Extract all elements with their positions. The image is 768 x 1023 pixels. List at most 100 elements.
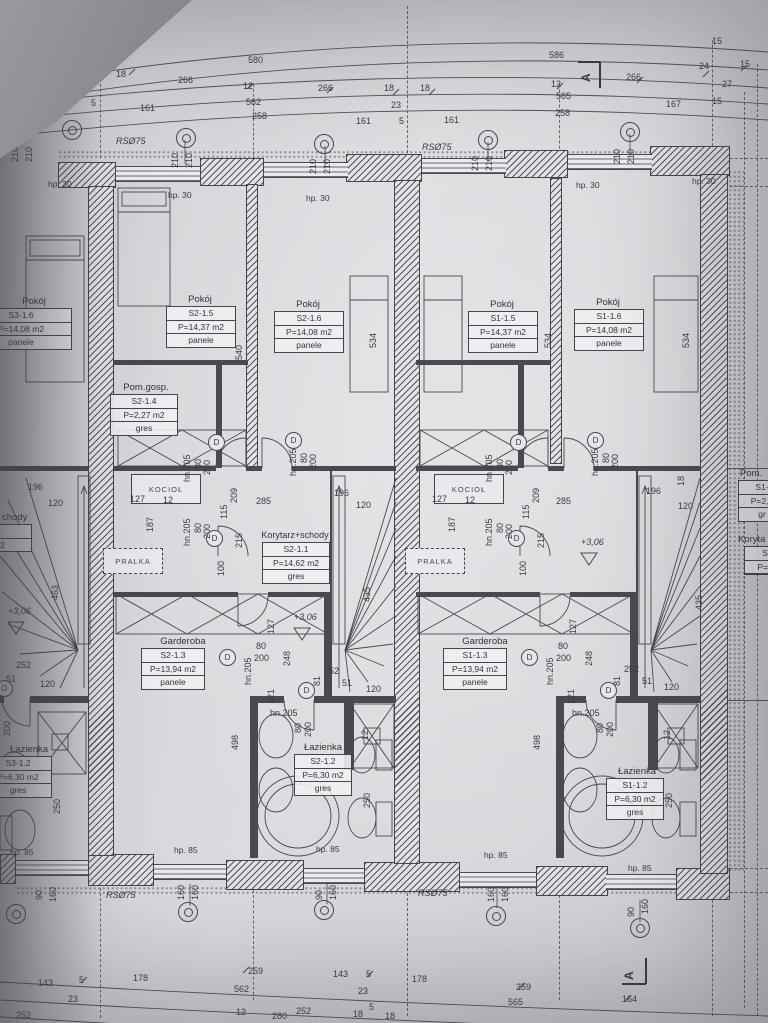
dimension-label: 143	[38, 978, 54, 988]
dimension-label: 250	[52, 798, 62, 814]
room-label-area: P=13,94 m2	[142, 661, 204, 676]
room-label-name: Łazienka	[9, 744, 49, 755]
room-label-id: S1-1.3	[462, 650, 488, 660]
room-label-area: m2	[0, 537, 31, 552]
dimension-label: 252	[16, 660, 32, 670]
door-marker: D	[206, 530, 223, 547]
dimension-label: 435	[362, 586, 372, 602]
sill-height-label: hp. 85	[174, 845, 198, 855]
partition-wall	[250, 696, 258, 858]
window-dimension-label: 210	[24, 146, 34, 162]
dimension-label: 18	[78, 65, 89, 75]
room-label-name-partial: chody	[2, 512, 28, 523]
partition-wall	[594, 466, 700, 471]
dimension-label: 178	[412, 974, 428, 984]
dimension-label: 18	[116, 69, 127, 79]
room-label-floor: panele	[142, 675, 204, 689]
room-label-id: S1-1.2	[622, 780, 648, 790]
circle-marker	[486, 906, 506, 926]
room-label-area: P=13,94 m2	[444, 661, 506, 676]
room-label-box: S1-P=2,2gr	[738, 480, 768, 522]
dimension-label: 121	[566, 688, 576, 704]
wall-segment	[504, 150, 568, 178]
room-label-floor: gr	[739, 507, 768, 521]
dimension-label: 565	[556, 91, 572, 101]
room-label-area: P=14,08 m2	[0, 321, 71, 336]
dimension-label: 120	[48, 498, 64, 508]
dimension-label: 120	[678, 501, 694, 511]
door-marker: D	[298, 682, 315, 699]
dimension-label: 200	[2, 720, 12, 736]
dimension-label: 562	[246, 97, 262, 107]
room-label-id: S2-1.5	[188, 308, 214, 318]
sill-height-label: hp. 30	[576, 180, 600, 190]
dimension-label: 12	[662, 729, 672, 740]
depth-dimension-label: 534	[368, 332, 378, 348]
room-label-floor: gres	[263, 569, 329, 583]
sill-height-label: hp. 85	[484, 850, 508, 860]
circle-marker	[62, 120, 82, 140]
dimension-label: 266	[178, 75, 194, 85]
dimension-label: 115	[521, 504, 531, 519]
dimension-label: 161	[444, 115, 460, 125]
door-dimension-label: 200	[504, 523, 514, 539]
insulation-band	[728, 170, 744, 872]
room-label-id: S1-1.5	[490, 313, 516, 323]
door-dimension-label: hn.205	[545, 657, 555, 685]
sill-height-label: hp. 30	[692, 176, 716, 186]
axis-line	[407, 888, 408, 1016]
room-label-area: P=14,37 m2	[167, 319, 235, 334]
sill-height-label: hp. 85	[628, 863, 652, 873]
door-marker: D	[219, 649, 236, 666]
dimension-label: 5	[399, 116, 405, 126]
drain-label: RSØ75	[418, 888, 448, 898]
dimension-label: 127	[266, 618, 276, 634]
room-label-floor	[745, 573, 768, 574]
boiler-box: KOCIOŁ	[131, 474, 201, 504]
level-label: +3,06	[581, 537, 604, 547]
door-dimension-label: 200	[610, 453, 620, 469]
sill-height-label: hp. 30	[48, 179, 72, 189]
dimension-label: 23	[358, 986, 369, 996]
window-dimension-label: 210	[184, 152, 194, 168]
dimension-label: 23	[68, 994, 79, 1004]
partition-wall	[114, 466, 216, 471]
dimension-label: 161	[356, 116, 372, 126]
sill-height-label: hp. 30	[168, 190, 192, 200]
dimension-label: 12	[360, 729, 370, 740]
partition-wall	[630, 592, 636, 700]
dimension-label: 5	[369, 1002, 375, 1012]
partition-wall	[570, 592, 636, 597]
window-dimension-label: 160	[500, 886, 510, 902]
room-label-id: S2-1.1	[283, 544, 309, 554]
axis-line	[712, 40, 713, 156]
window-dimension-label: 90	[626, 906, 636, 917]
sill-height-label: hp. 85	[10, 847, 34, 857]
dimension-label: 18	[420, 83, 431, 93]
sill-height-label: hp. 30	[306, 193, 330, 203]
window-dimension-label: 160	[486, 886, 496, 902]
dimension-label: 81	[312, 675, 322, 686]
dimension-label: 115	[219, 504, 229, 519]
wall-segment	[536, 866, 608, 896]
dimension-label: 187	[447, 516, 457, 532]
dimension-label: 120	[664, 682, 680, 692]
dimension-label: 120	[356, 500, 372, 510]
dimension-label: 100	[518, 560, 528, 576]
dimension-label: 51	[6, 674, 17, 684]
room-label-id: S1-	[755, 482, 768, 492]
window-dimension-label: 160	[48, 886, 58, 902]
dimension-label: 24	[699, 61, 710, 71]
dimension-label: 196	[646, 486, 662, 496]
dimension-label: 127	[568, 618, 578, 634]
window	[264, 162, 348, 178]
room-label-id: S1-1.6	[596, 311, 622, 321]
room-label-area: P=14,08 m2	[575, 322, 643, 337]
room-label-name: Pom.	[740, 468, 763, 479]
